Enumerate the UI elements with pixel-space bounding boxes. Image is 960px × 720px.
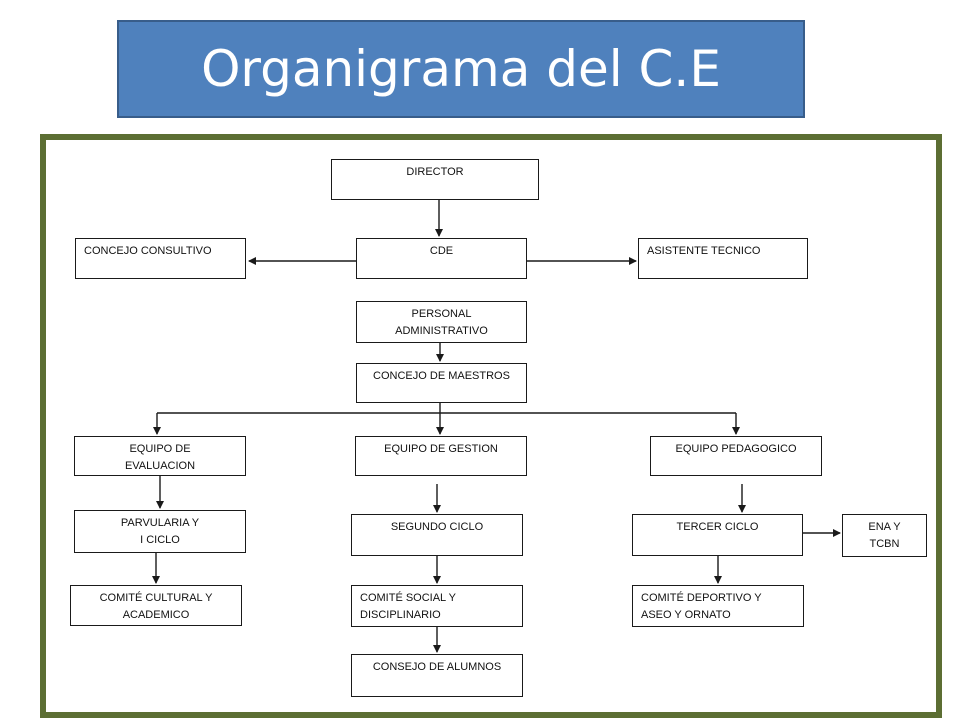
node-parvularia-y-i-ciclo: PARVULARIA Y I CICLO [74, 510, 246, 553]
node-cde: CDE [356, 238, 527, 279]
chart-frame [40, 134, 942, 718]
node-comite-social-y-disciplinario: COMITÉ SOCIAL Y DISCIPLINARIO [351, 585, 523, 627]
node-equipo-de-evaluacion: EQUIPO DE EVALUACION [74, 436, 246, 476]
title-banner: Organigrama del C.E [117, 20, 805, 118]
node-ena-y-tcbn: ENA Y TCBN [842, 514, 927, 557]
node-comite-deportivo-y-aseo-y-ornato: COMITÉ DEPORTIVO Y ASEO Y ORNATO [632, 585, 804, 627]
node-comite-cultural-y-academico: COMITÉ CULTURAL Y ACADEMICO [70, 585, 242, 626]
page-title: Organigrama del C.E [201, 40, 721, 98]
node-equipo-pedagogico: EQUIPO PEDAGOGICO [650, 436, 822, 476]
node-concejo-consultivo: CONCEJO CONSULTIVO [75, 238, 246, 279]
node-director: DIRECTOR [331, 159, 539, 200]
node-personal-administrativo: PERSONAL ADMINISTRATIVO [356, 301, 527, 343]
node-consejo-de-alumnos: CONSEJO DE ALUMNOS [351, 654, 523, 697]
node-concejo-de-maestros: CONCEJO DE MAESTROS [356, 363, 527, 403]
node-asistente-tecnico: ASISTENTE TECNICO [638, 238, 808, 279]
node-segundo-ciclo: SEGUNDO CICLO [351, 514, 523, 556]
node-equipo-de-gestion: EQUIPO DE GESTION [355, 436, 527, 476]
node-tercer-ciclo: TERCER CICLO [632, 514, 803, 556]
